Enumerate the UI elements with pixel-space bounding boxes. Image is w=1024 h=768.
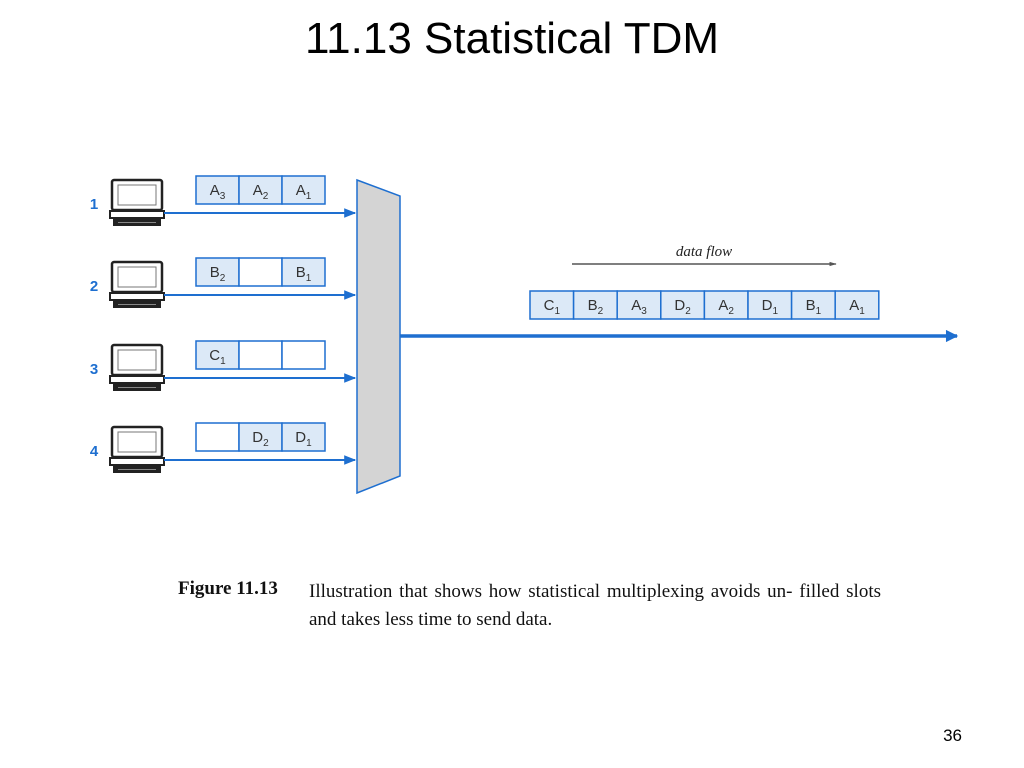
output-slot-label: D1 bbox=[762, 297, 779, 317]
slot-label-letter: A bbox=[296, 182, 306, 199]
output-slot-label: A2 bbox=[718, 297, 734, 317]
slot-label: A1 bbox=[296, 182, 312, 202]
slot-label: B2 bbox=[210, 264, 226, 284]
slot-label-letter: A bbox=[253, 182, 263, 199]
computer-terminal-icon bbox=[109, 260, 165, 308]
multiplexer bbox=[356, 178, 401, 495]
output-slot-label: D2 bbox=[674, 297, 691, 317]
slot-label-subscript: 2 bbox=[263, 191, 269, 202]
output-slot bbox=[616, 290, 662, 320]
slot-label-subscript: 2 bbox=[220, 273, 226, 284]
output-slot-label-letter: B bbox=[588, 297, 598, 314]
slot-label-subscript: 3 bbox=[220, 191, 226, 202]
slot-label-letter: A bbox=[210, 182, 220, 199]
slot-label-subscript: 1 bbox=[306, 438, 312, 449]
data-flow-label: data flow bbox=[676, 244, 732, 260]
slot-label-letter: D bbox=[252, 429, 263, 446]
output-slot-label-letter: D bbox=[762, 297, 773, 314]
slot-label-letter: B bbox=[210, 264, 220, 281]
station-number: 3 bbox=[90, 361, 98, 378]
output-slot-label: A1 bbox=[849, 297, 865, 317]
output-slot-label-subscript: 2 bbox=[728, 306, 734, 317]
time-slot bbox=[281, 422, 326, 452]
output-slot bbox=[529, 290, 575, 320]
output-slot-label-letter: A bbox=[631, 297, 641, 314]
output-slot-label: B1 bbox=[806, 297, 822, 317]
output-slot-label-subscript: 1 bbox=[816, 306, 822, 317]
slot-label: A3 bbox=[210, 182, 226, 202]
slot-label-letter: B bbox=[296, 264, 306, 281]
output-slot-label-letter: A bbox=[849, 297, 859, 314]
slot-label-subscript: 1 bbox=[306, 191, 312, 202]
output-slot-label: B2 bbox=[588, 297, 604, 317]
output-slot-label: A3 bbox=[631, 297, 647, 317]
output-slot bbox=[834, 290, 880, 320]
time-slot bbox=[238, 422, 283, 452]
output-slot-label-letter: C bbox=[544, 297, 555, 314]
output-slot-label-subscript: 2 bbox=[598, 306, 604, 317]
station-number: 4 bbox=[90, 443, 99, 460]
output-slot-label-subscript: 1 bbox=[859, 306, 865, 317]
slot-label-letter: C bbox=[209, 347, 220, 364]
output-slot bbox=[790, 290, 836, 320]
time-slot bbox=[238, 257, 283, 287]
output-slot-label-letter: D bbox=[674, 297, 685, 314]
output-slot-label-letter: A bbox=[718, 297, 728, 314]
slot-label-letter: D bbox=[295, 429, 306, 446]
slot-label: C1 bbox=[209, 347, 226, 367]
slot-label-subscript: 2 bbox=[263, 438, 269, 449]
time-slot bbox=[195, 175, 240, 205]
output-slot-label-subscript: 2 bbox=[685, 306, 691, 317]
slot-label: D1 bbox=[295, 429, 312, 449]
time-slot bbox=[281, 257, 326, 287]
output-slot-label-subscript: 1 bbox=[554, 306, 560, 317]
slot-label-subscript: 1 bbox=[220, 356, 226, 367]
slide-title: 11.13 Statistical TDM bbox=[304, 14, 720, 63]
output-slot bbox=[660, 290, 706, 320]
station-3: 3 C1 bbox=[90, 340, 357, 391]
computer-terminal-icon bbox=[109, 425, 165, 473]
time-slot bbox=[195, 422, 240, 452]
output-slot-label-letter: B bbox=[806, 297, 816, 314]
time-slot bbox=[238, 340, 283, 370]
output-slot-label-subscript: 3 bbox=[641, 306, 647, 317]
station-number: 2 bbox=[90, 278, 98, 295]
slot-label: B1 bbox=[296, 264, 312, 284]
time-slot bbox=[281, 340, 326, 370]
slot-label: A2 bbox=[253, 182, 269, 202]
time-slot bbox=[238, 175, 283, 205]
output-slot bbox=[572, 290, 618, 320]
slot-label-subscript: 1 bbox=[306, 273, 312, 284]
output-slot-label: C1 bbox=[544, 297, 561, 317]
time-slot bbox=[195, 257, 240, 287]
computer-terminal-icon bbox=[109, 178, 165, 226]
page-number: 36 bbox=[943, 726, 962, 745]
station-number: 1 bbox=[90, 196, 98, 213]
computer-terminal-icon bbox=[109, 343, 165, 391]
output-slot-label-subscript: 1 bbox=[772, 306, 778, 317]
slot-label: D2 bbox=[252, 429, 269, 449]
figure-label: Figure 11.13 bbox=[178, 578, 278, 599]
time-slot bbox=[281, 175, 326, 205]
figure-text: Illustration that shows how statistical … bbox=[309, 581, 881, 630]
